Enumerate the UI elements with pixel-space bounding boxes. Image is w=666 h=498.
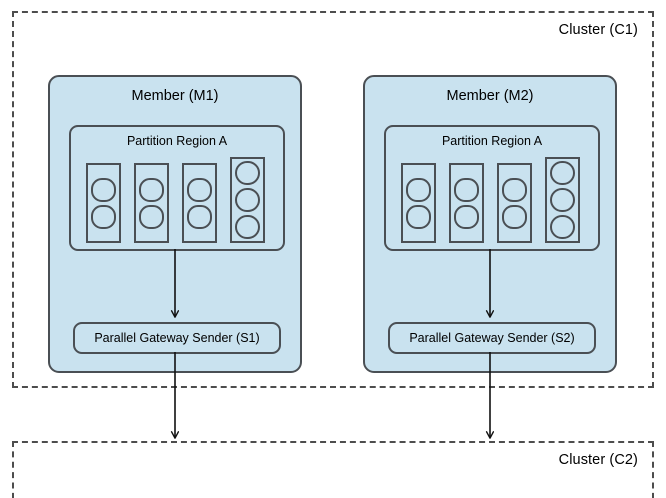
bucket-entry: [454, 204, 479, 229]
bucket-entry: [139, 204, 164, 229]
bucket[interactable]: [230, 157, 265, 243]
bucket-entry: [406, 204, 431, 229]
cluster-c1-boundary: Cluster (C1): [12, 11, 654, 388]
partition-region-m2[interactable]: Partition Region A: [384, 125, 600, 251]
member-m1-box[interactable]: Member (M1) Partition Region A: [48, 75, 302, 373]
bucket-entry: [235, 188, 260, 212]
bucket-row-m2: [401, 157, 589, 243]
bucket[interactable]: [134, 163, 169, 243]
gateway-sender-s1[interactable]: Parallel Gateway Sender (S1): [73, 322, 281, 354]
bucket-entry: [550, 161, 575, 185]
gateway-sender-s2[interactable]: Parallel Gateway Sender (S2): [388, 322, 596, 354]
bucket-entry: [502, 177, 527, 202]
bucket[interactable]: [545, 157, 580, 243]
bucket[interactable]: [86, 163, 121, 243]
bucket-entry: [550, 215, 575, 239]
bucket[interactable]: [497, 163, 532, 243]
bucket-entry: [502, 204, 527, 229]
cluster-c2-label: Cluster (C2): [558, 452, 638, 468]
bucket[interactable]: [449, 163, 484, 243]
bucket[interactable]: [401, 163, 436, 243]
bucket-entry: [454, 177, 479, 202]
partition-region-m2-title: Partition Region A: [441, 134, 543, 148]
member-m2-title: Member (M2): [446, 88, 534, 104]
bucket-entry: [91, 177, 116, 202]
bucket-entry: [139, 177, 164, 202]
bucket-entry: [406, 177, 431, 202]
bucket-entry: [550, 188, 575, 212]
bucket-entry: [187, 204, 212, 229]
partition-region-m1-title: Partition Region A: [126, 134, 228, 148]
bucket-entry: [91, 204, 116, 229]
bucket-entry: [235, 215, 260, 239]
cluster-c2-boundary: Cluster (C2): [12, 441, 654, 498]
member-m2-box[interactable]: Member (M2) Partition Region A: [363, 75, 617, 373]
bucket[interactable]: [182, 163, 217, 243]
bucket-entry: [187, 177, 212, 202]
member-m1-title: Member (M1): [131, 88, 219, 104]
bucket-entry: [235, 161, 260, 185]
partition-region-m1[interactable]: Partition Region A: [69, 125, 285, 251]
bucket-row-m1: [86, 157, 274, 243]
cluster-c1-label: Cluster (C1): [558, 22, 638, 38]
